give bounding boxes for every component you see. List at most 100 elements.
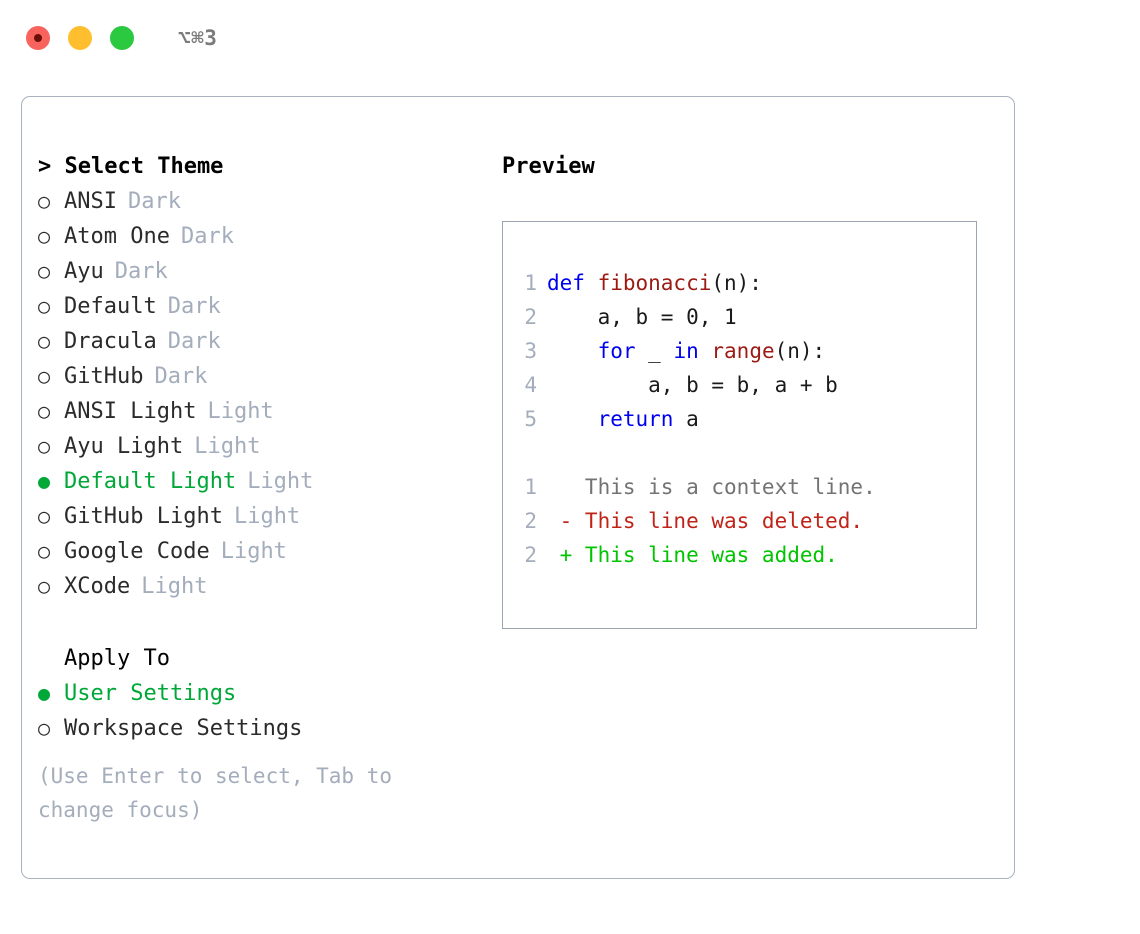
code-line-text: a, b = 0, 1 [547,300,737,334]
theme-item-label: Google Code [64,539,210,564]
theme-item-tag: Light [233,504,301,529]
theme-item-tag: Light [247,469,314,494]
select-theme-header: > Select Theme [38,154,224,179]
apply-item-label: Workspace Settings [64,716,303,741]
apply-to-list: ●User Settings ○ Workspace Settings [38,676,478,746]
diff-line-number: 2 [524,543,537,567]
theme-item-2[interactable]: ○ Ayu Dark [38,254,478,289]
theme-item-tag: Dark [180,224,234,249]
code-token [547,407,598,431]
section-spacer [38,604,478,642]
theme-item-label: XCode [64,574,131,599]
theme-item-1[interactable]: ○ Atom One Dark [38,219,478,254]
theme-item-label: ANSI Light [64,399,197,424]
theme-item-9[interactable]: ○ GitHub Light Light [38,499,478,534]
theme-item-tag: Dark [154,364,208,389]
code-line: 1 def fibonacci(n): [503,266,976,300]
diff-line-text: - This line was deleted. [547,509,864,533]
code-line-number: 1 [524,271,537,295]
theme-item-tag: Dark [167,294,221,319]
code-token: def [547,271,598,295]
theme-item-11[interactable]: ○ XCode Light [38,569,478,604]
close-button[interactable] [26,26,50,50]
code-spacer [503,436,976,470]
code-token: (n): [711,271,762,295]
radio-unselected-icon: ○ [38,574,51,598]
theme-item-label: Default Light [64,469,237,494]
minimize-button[interactable] [68,26,92,50]
theme-item-tag: Dark [114,259,168,284]
theme-item-tag: Light [141,574,208,599]
code-line-number: 4 [524,373,537,397]
title-bar: ⌥⌘3 [0,0,1140,76]
theme-item-label: Dracula [64,329,157,354]
diff-sample: 1 This is a context line.2 - This line w… [503,470,976,572]
code-token: in [673,339,712,363]
code-line-text: for _ in range(n): [547,334,826,368]
diff-line-text: + This line was added. [547,543,838,567]
apply-item-0[interactable]: ●User Settings [38,676,478,711]
radio-unselected-icon: ○ [38,294,51,318]
code-token: range [711,339,775,363]
apply-to-header: Apply To [64,646,170,671]
code-token: a [673,407,699,431]
theme-item-0[interactable]: ○ ANSI Dark [38,184,478,219]
code-token: fibonacci [597,271,712,295]
code-line-text: return a [547,402,699,436]
radio-unselected-icon: ○ [38,504,51,528]
code-line-number: 2 [524,305,537,329]
shortcut-label: ⌥⌘3 [178,26,218,50]
theme-item-label: Ayu [64,259,104,284]
diff-line: 1 This is a context line. [503,470,976,504]
code-line: 4 a, b = b, a + b [503,368,976,402]
diff-line-number: 2 [524,509,537,533]
theme-item-label: GitHub Light [64,504,223,529]
code-line-text: def fibonacci(n): [547,266,762,300]
radio-unselected-icon: ○ [38,189,51,213]
theme-item-tag: Dark [167,329,221,354]
theme-item-tag: Light [207,399,274,424]
code-line-text: a, b = b, a + b [547,368,838,402]
theme-item-label: GitHub [64,364,144,389]
theme-item-label: Atom One [64,224,170,249]
code-token: for [597,339,636,363]
theme-item-label: ANSI [64,189,117,214]
apply-item-1[interactable]: ○ Workspace Settings [38,711,478,746]
theme-item-8[interactable]: ● Default Light Light [38,464,478,499]
radio-unselected-icon: ○ [38,259,51,283]
diff-line-number: 1 [524,475,537,499]
traffic-lights [26,26,134,50]
radio-unselected-icon: ○ [38,329,51,353]
radio-unselected-icon: ○ [38,224,51,248]
radio-selected-icon: ● [38,681,51,705]
radio-unselected-icon: ○ [38,434,51,458]
diff-line-text: This is a context line. [547,475,876,499]
theme-item-tag: Dark [127,189,181,214]
code-line: 5 return a [503,402,976,436]
code-line: 2 a, b = 0, 1 [503,300,976,334]
record-indicator-icon [34,34,42,42]
diff-line: 2 + This line was added. [503,538,976,572]
radio-unselected-icon: ○ [38,716,51,740]
code-token: a, b = 0, 1 [547,305,737,329]
maximize-button[interactable] [110,26,134,50]
code-line-number: 5 [524,407,537,431]
theme-item-4[interactable]: ○ Dracula Dark [38,324,478,359]
radio-selected-icon: ● [38,469,51,493]
theme-item-tag: Light [194,434,261,459]
code-token: (n): [774,339,826,363]
code-token: a, b = b, a + b [547,373,838,397]
diff-line: 2 - This line was deleted. [503,504,976,538]
